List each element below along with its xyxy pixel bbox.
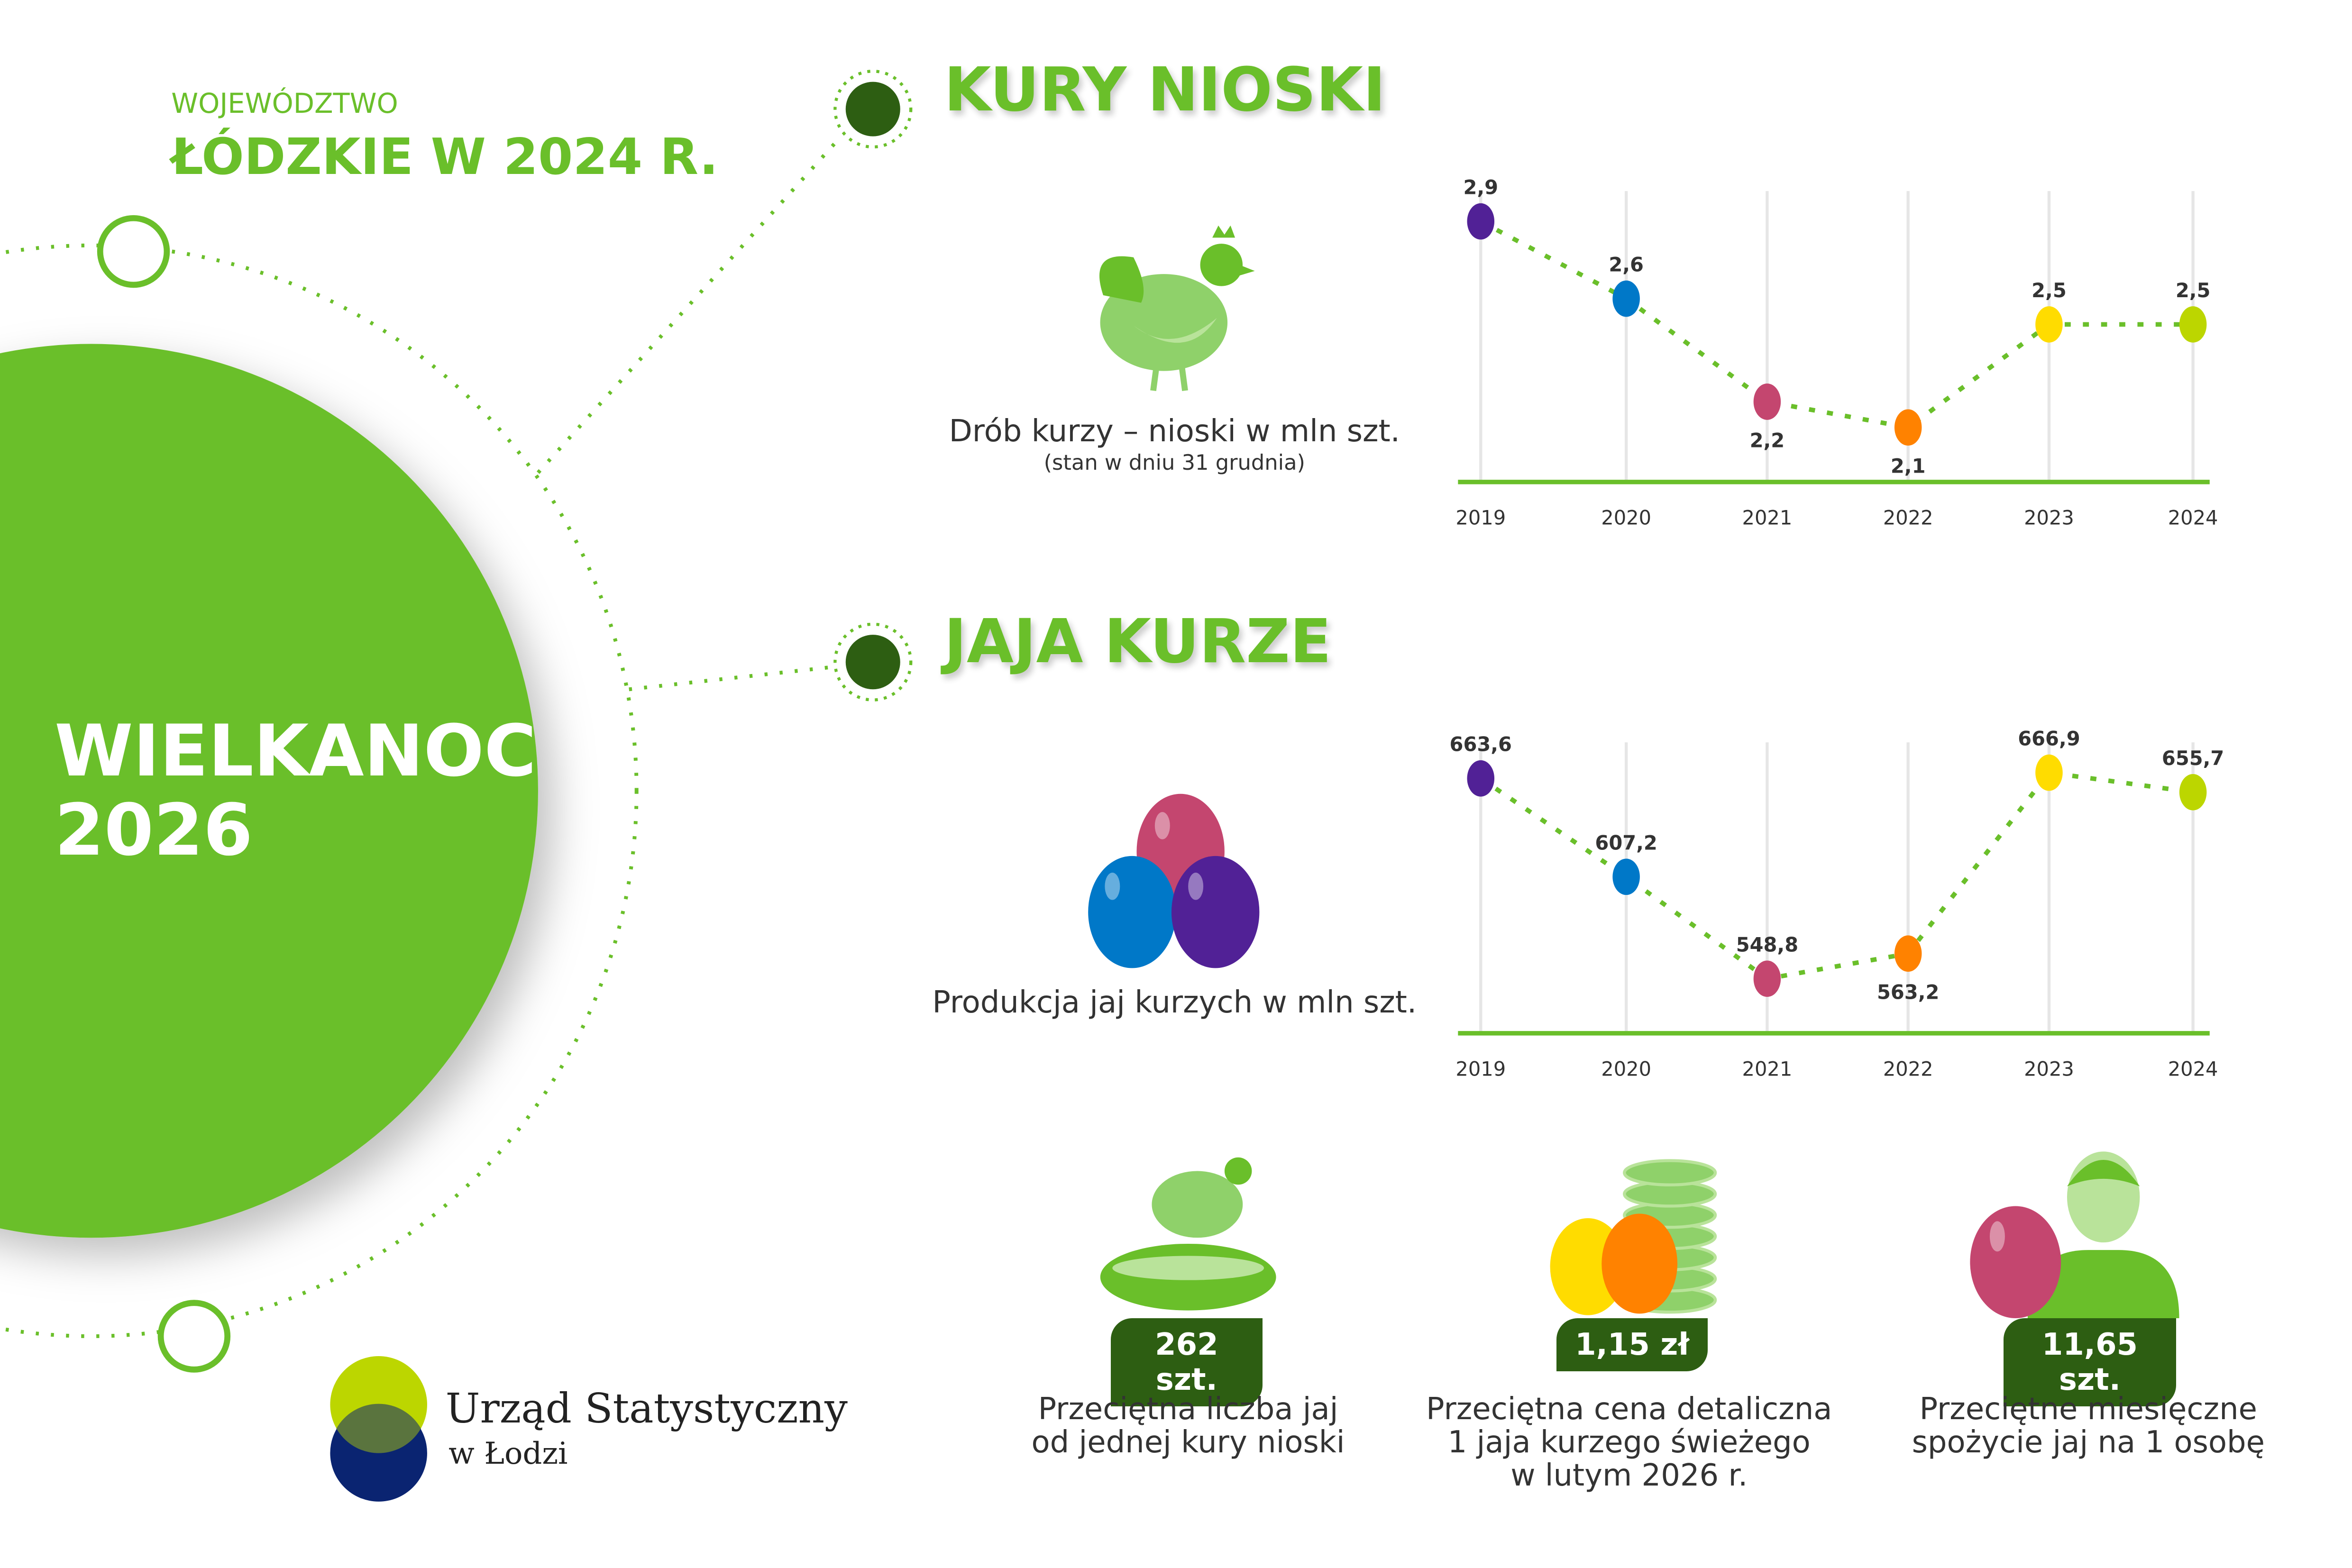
ring-node [97,215,170,288]
x-tick-label: 2023 [2024,506,2074,529]
stat-badge-consumption: 11,65 szt. [2003,1318,2177,1407]
logo-mark [330,1356,428,1502]
egg-marker [2179,306,2207,343]
data-label: 666,9 [2018,727,2080,750]
region-label: WOJEWÓDZTWO [171,88,398,120]
x-tick-label: 2021 [1742,506,1792,529]
caption-line: w lutym 2026 r. [1510,1458,1748,1494]
data-label: 2,1 [1891,454,1926,477]
chart1-subcaption: (stan w dniu 31 grudnia) [1043,450,1305,475]
egg-marker [1753,383,1781,420]
stat-badge-egg-price: 1,15 zł [1556,1318,1708,1372]
egg-marker [1467,203,1494,240]
egg-marker [1894,409,1922,446]
x-tick-label: 2019 [1455,506,1506,529]
data-label: 607,2 [1595,831,1657,854]
x-tick-label: 2022 [1883,506,1933,529]
series-line [1479,770,2193,982]
data-label: 563,2 [1877,981,1939,1004]
logo-name: Urząd Statystyczny [445,1385,848,1432]
chart-hens: 2019 2020 2021 2022 2023 2024 2,9 2,6 2,2 2,1 2,5 2… [1455,175,2218,529]
stat-caption-eggs-per-hen: Przeciętna liczba jaj od jednej kury nio… [946,1391,1431,1460]
caption-line: Przeciętne miesięczne [1919,1391,2257,1427]
hero-line1: WIELKANOC [55,710,537,793]
caption-line: od jednej kury nioski [1031,1424,1345,1460]
hen-icon [1099,226,1255,392]
region-title: ŁÓDZKIE W 2024 R. [171,127,719,186]
hero-title: WIELKANOC 2026 [55,710,537,872]
egg-marker [2035,306,2063,343]
section-title-hens: KURY NIOSKI [944,55,1386,126]
stat-badge-eggs-per-hen: 262 szt. [1111,1318,1263,1407]
eggs-icon [1088,793,1260,968]
caption-line: spożycie jaj na 1 osobę [1912,1424,2265,1460]
connector-line [536,135,843,474]
egg-marker [1612,280,1640,317]
hero-circle [0,344,538,1238]
chart1-caption: Drób kurzy – nioski w mln szt. [949,413,1400,449]
x-tick-label: 2020 [1601,1057,1651,1081]
x-tick-label: 2022 [1883,1057,1933,1081]
data-label: 2,6 [1609,253,1644,276]
dotted-arc [0,244,639,1338]
ring-node [157,1300,231,1373]
data-label: 655,7 [2162,747,2224,770]
stat-caption-egg-price: Przeciętna cena detaliczna 1 jaja kurzeg… [1387,1391,1872,1494]
x-tick-label: 2021 [1742,1057,1792,1081]
hero-line2: 2026 [55,789,253,872]
caption-line: 1 jaja kurzego świeżego [1447,1424,1811,1460]
person-egg-icon [1970,1151,2179,1318]
chart-eggs: 2019 2020 2021 2022 2023 2024 663,6 607,2 548,8 5… [1449,727,2224,1081]
connector-line [629,665,837,692]
data-label: 548,8 [1736,933,1798,956]
nest-icon [1100,1158,1276,1311]
x-tick-label: 2023 [2024,1057,2074,1081]
series-line [1479,219,2193,430]
data-label: 663,6 [1449,733,1511,756]
x-tick-label: 2019 [1455,1057,1506,1081]
x-tick-label: 2024 [2168,506,2218,529]
data-label: 2,9 [1463,175,1498,199]
section-title-eggs: JAJA KURZE [944,606,1332,677]
caption-line: Przeciętna cena detaliczna [1426,1391,1832,1427]
x-tick-label: 2020 [1601,506,1651,529]
stat-caption-consumption: Przeciętne miesięczne spożycie jaj na 1 … [1846,1391,2331,1460]
data-label: 2,5 [2032,279,2067,302]
logo-city: w Łodzi [448,1436,568,1472]
section-node [845,635,900,690]
chart2-caption: Produkcja jaj kurzych w mln szt. [932,985,1417,1020]
egg-marker [1467,760,1494,797]
x-tick-label: 2024 [2168,1057,2218,1081]
egg-marker [1894,935,1922,972]
data-label: 2,5 [2176,279,2211,302]
egg-marker [1612,858,1640,895]
egg-marker [1753,960,1781,997]
caption-line: Przeciętna liczba jaj [1038,1391,1338,1427]
egg-marker [2035,754,2063,791]
section-node [845,82,900,137]
egg-marker [2179,774,2207,811]
coins-eggs-icon [1550,1159,1717,1315]
data-label: 2,2 [1749,428,1785,452]
